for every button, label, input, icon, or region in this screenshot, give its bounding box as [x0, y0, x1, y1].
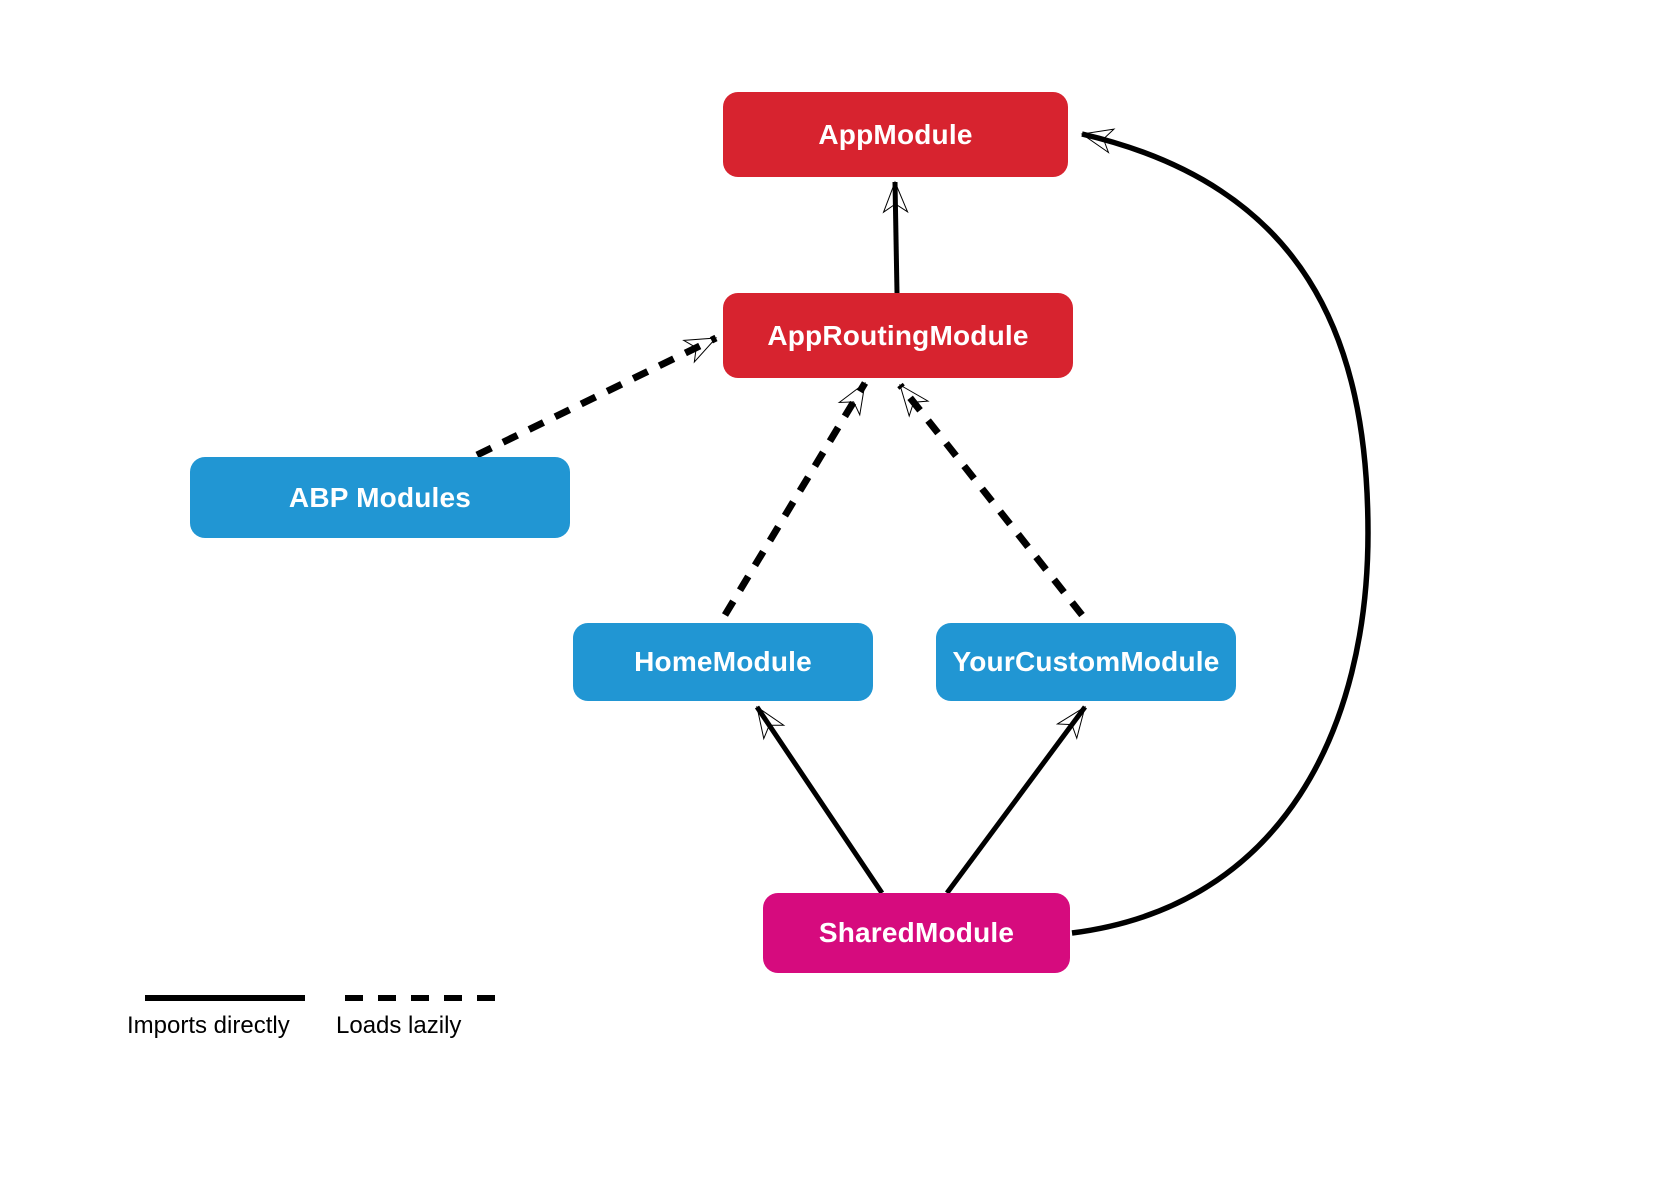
edge-sharedmodule-to-homemodule — [754, 705, 885, 895]
edge-abpmodules-to-approutingmodule — [475, 334, 718, 459]
node-your-custom-module-label: YourCustomModule — [952, 646, 1220, 677]
node-app-routing-module: AppRoutingModule — [723, 293, 1073, 378]
node-app-module-label: AppModule — [818, 118, 973, 150]
node-app-module: AppModule — [723, 92, 1068, 177]
node-shared-module-label: SharedModule — [818, 917, 1015, 948]
edge-sharedmodule-to-appmodule-curved — [1071, 128, 1371, 936]
edge-yourcustommodule-to-approutingmodule — [897, 382, 1085, 618]
legend-imports-directly-label: Imports directly — [127, 1012, 290, 1039]
node-your-custom-module: YourCustomModule — [936, 623, 1236, 701]
edge-sharedmodule-to-yourcustommodule — [944, 705, 1088, 895]
node-home-module: HomeModule — [573, 623, 873, 701]
edge-approutingmodule-to-appmodule — [882, 180, 909, 294]
legend-loads-lazily-label: Loads lazily — [336, 1012, 462, 1039]
node-app-routing-module-label: AppRoutingModule — [767, 319, 1029, 351]
node-abp-modules: ABP Modules — [190, 457, 570, 538]
edge-homemodule-to-approutingmodule — [722, 381, 868, 617]
node-abp-modules-label: ABP Modules — [288, 481, 472, 513]
node-home-module-label: HomeModule — [634, 646, 812, 677]
node-shared-module: SharedModule — [763, 893, 1070, 973]
